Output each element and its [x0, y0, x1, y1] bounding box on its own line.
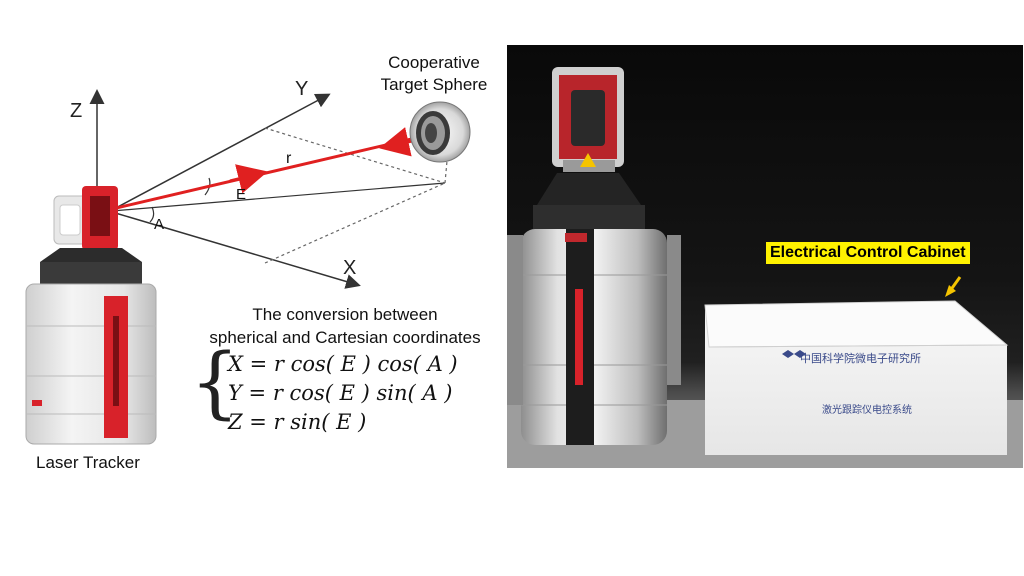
projection-dashes [264, 127, 449, 264]
target-sphere-icon [409, 101, 471, 163]
tracker-photo [507, 67, 681, 445]
equation-brace: { [190, 338, 240, 428]
target-label-line2: Target Sphere [380, 75, 488, 94]
lab-photo-illustration [507, 67, 1023, 468]
warning-icon [580, 153, 596, 167]
equation-y: Y = r cos( E ) sin( A ) [228, 381, 453, 405]
cabinet-system-text: 激光跟踪仪电控系统 [822, 405, 912, 416]
y-axis [111, 93, 331, 211]
range-label: r [286, 150, 292, 167]
cas-logo-icon [782, 350, 806, 358]
laser-tracker-icon [25, 186, 157, 445]
azimuth-label: A [154, 216, 165, 233]
azimuth-arc [149, 206, 155, 223]
equation-y-lhs: Y [228, 381, 242, 405]
equation-x: X = r cos( E ) cos( A ) [228, 352, 458, 376]
y-axis-label: Y [295, 78, 309, 100]
conversion-title-line2: spherical and Cartesian coordinates [209, 328, 481, 347]
equation-z: Z = r sin( E ) [228, 410, 367, 434]
z-axis-label: Z [70, 100, 83, 122]
elevation-label: E [236, 186, 247, 203]
coordinate-diagram [25, 89, 471, 445]
control-cabinet [704, 300, 1009, 455]
equation-z-lhs: Z [228, 410, 243, 434]
equation-x-lhs: X [228, 352, 243, 376]
x-axis-label: X [343, 257, 357, 279]
laser-tracker-label: Laser Tracker [36, 453, 140, 472]
equation-y-rhs: r cos( E ) sin( A ) [272, 381, 453, 405]
equation-x-rhs: r cos( E ) cos( A ) [273, 352, 458, 376]
projection-line [111, 182, 446, 212]
x-axis [111, 211, 361, 289]
conversion-title-line1: The conversion between [252, 305, 438, 324]
cabinet-institute-text: 中国科学院微电子研究所 [800, 352, 921, 365]
conversion-title: The conversion between spherical and Car… [190, 303, 500, 349]
cabinet-tag: Electrical Control Cabinet [766, 242, 970, 264]
target-label-line1: Cooperative [388, 53, 480, 72]
target-label: Cooperative Target Sphere [380, 52, 488, 96]
equation-z-rhs: r sin( E ) [273, 410, 367, 434]
